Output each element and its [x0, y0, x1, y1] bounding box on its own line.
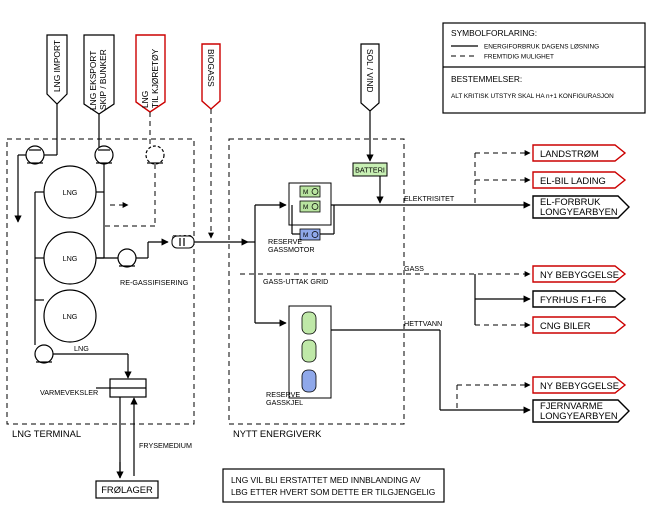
gas-boiler-reserve	[301, 369, 317, 393]
source-biogas-label: BIOGASS	[206, 49, 216, 87]
source-lng-vehicle: LNG TIL KJØRETØY	[135, 34, 166, 113]
source-lng-export-label-1: LNG EKSPORT	[88, 51, 98, 110]
rules-text: ALT KRITISK UTSTYR SKAL HA n+1 KONFIGURA…	[451, 93, 614, 100]
note-box: LNG VIL BLI ERSTATTET MED INNBLANDING AV…	[222, 468, 445, 503]
source-lng-import: LNG IMPORT	[46, 34, 68, 105]
reserve-motor-label-1: RESERVE	[268, 237, 302, 246]
energy-plant-title: NYTT ENERGIVERK	[233, 428, 322, 439]
pump-vehicle	[145, 145, 165, 165]
source-lng-export-label-2: SKIP / BUNKER	[98, 49, 108, 110]
legend-title: SYMBOLFORLARING:	[451, 28, 537, 38]
lng-tank-2-label: LNG	[63, 254, 78, 263]
gas-boiler-1	[301, 311, 317, 335]
reserve-boiler-label-1: RESERVE	[266, 390, 300, 399]
consumer-new-buildings-gas: NY BEBYGGELSE	[532, 265, 627, 283]
consumer-shore-power-label: LANDSTRØM	[540, 148, 599, 159]
electricity-label: ELEKTRISITET	[404, 194, 455, 203]
gas-engine-reserve: M	[299, 228, 321, 241]
consumer-cng-label: CNG BILER	[540, 320, 591, 331]
consumer-el-use-label-1: EL-FORBRUK	[540, 196, 601, 207]
gas-engine-1: M	[299, 185, 321, 198]
gas-engine-2: M	[299, 200, 321, 213]
battery-box: BATTERI	[352, 162, 388, 177]
heat-exchanger	[109, 378, 147, 398]
consumer-new-buildings-heat-label: NY BEBYGGELSE	[540, 380, 619, 391]
consumer-new-buildings-heat: NY BEBYGGELSE	[532, 376, 627, 394]
pump-lng-heat	[34, 344, 54, 364]
reserve-motor-label-2: GASSMOTOR	[268, 245, 315, 254]
regas-label: RE-GASSIFISERING	[120, 278, 189, 287]
consumer-fyrhus-label: FYRHUS F1-F6	[540, 294, 606, 305]
lng-tank-3-label: LNG	[63, 312, 78, 321]
legend-box: SYMBOLFORLARING: ENERGIFORBRUK DAGENS LØ…	[442, 22, 646, 114]
pump-export	[94, 145, 114, 165]
pump-regas	[117, 248, 137, 268]
source-lng-export: LNG EKSPORT SKIP / BUNKER	[83, 34, 115, 115]
source-lng-import-label: LNG IMPORT	[52, 40, 62, 92]
legend-solid-label: ENERGIFORBRUK DAGENS LØSNING	[484, 44, 599, 51]
consumer-new-buildings-gas-label: NY BEBYGGELSE	[540, 269, 619, 280]
lng-tank-2: LNG	[43, 231, 97, 285]
gas-line-label: GASS	[404, 264, 424, 273]
consumer-ev-charging: EL-BIL LADING	[532, 171, 627, 189]
consumer-district-heat-label-1: FJERNVARME	[540, 400, 603, 411]
vaporizer	[171, 235, 195, 249]
reserve-boiler-label-2: GASSKJEL	[266, 398, 303, 407]
svg-text:M: M	[303, 204, 308, 211]
consumer-el-use-label-2: LONGYEARBYEN	[540, 206, 618, 217]
source-biogas: BIOGASS	[201, 43, 221, 110]
coolant-label: FRYSEMEDIUM	[139, 441, 192, 450]
pump-import	[25, 145, 45, 165]
lng-tank-1: LNG	[43, 165, 97, 219]
svg-text:M: M	[303, 189, 308, 196]
source-lng-vehicle-label-1: LNG	[140, 91, 150, 108]
consumer-district-heat-label-2: LONGYEARBYEN	[540, 410, 618, 421]
energy-plant-boundary	[228, 138, 405, 425]
gas-boiler-group	[288, 305, 332, 399]
legend-dashed-label: FREMTIDIG MULIGHET	[484, 54, 554, 61]
svg-text:M: M	[303, 232, 308, 239]
consumer-district-heat: FJERNVARME LONGYEARBYEN	[532, 399, 630, 423]
gas-boiler-2	[301, 339, 317, 363]
source-lng-vehicle-label-2: TIL KJØRETØY	[150, 48, 160, 108]
heat-label: HETTVANN	[404, 319, 442, 328]
cold-storage-label: FRØLAGER	[101, 484, 153, 495]
lng-tank-1-label: LNG	[63, 188, 78, 197]
gas-generator-group: M M M	[288, 182, 332, 241]
consumer-cng: CNG BILER	[532, 316, 627, 334]
heat-exchanger-label: VARMEVEKSLER	[40, 388, 98, 397]
lng-terminal-title: LNG TERMINAL	[12, 428, 81, 439]
source-sun-wind-label: SOL / VIND	[365, 49, 375, 92]
note-line-2: LBG ETTER HVERT SOM DETTE ER TILGJENGELI…	[231, 487, 435, 497]
lng-pipe-label: LNG	[74, 344, 89, 353]
consumer-fyrhus: FYRHUS F1-F6	[532, 290, 627, 308]
note-line-1: LNG VIL BLI ERSTATTET MED INNBLANDING AV	[231, 475, 421, 485]
gas-outlet-grid-label: GASS-UTTAK GRID	[263, 277, 328, 286]
consumer-el-use: EL-FORBRUK LONGYEARBYEN	[532, 195, 630, 219]
source-sun-wind: SOL / VIND	[360, 43, 380, 112]
lng-tank-3: LNG	[43, 289, 97, 343]
battery-label: BATTERI	[355, 166, 385, 175]
rules-title: BESTEMMELSER:	[451, 74, 522, 84]
consumer-ev-charging-label: EL-BIL LADING	[540, 175, 606, 186]
lng-terminal-boundary	[6, 138, 195, 425]
consumer-shore-power: LANDSTRØM	[532, 144, 627, 162]
cold-storage-box: FRØLAGER	[95, 480, 159, 499]
